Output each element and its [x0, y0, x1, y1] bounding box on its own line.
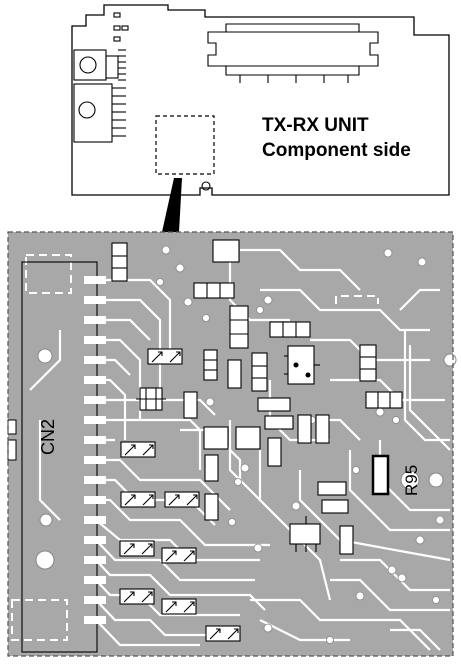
transistor [284, 345, 320, 385]
ic-bottom [289, 516, 321, 552]
unit-title: TX-RX UNIT [262, 115, 369, 136]
pcb-zoom-panel [7, 231, 457, 657]
r95-label: R95 [402, 464, 421, 496]
unit-subtitle: Component side [262, 140, 411, 161]
ic-packages [136, 387, 261, 450]
silkscreen-dashed [11, 254, 379, 641]
smd-components [111, 239, 403, 555]
pcb-vias [156, 245, 445, 644]
board-outline-details [73, 12, 379, 191]
mounting-holes [35, 348, 457, 570]
board-outline [71, 4, 450, 196]
cn2-pins [84, 276, 106, 624]
r95-resistor [371, 454, 390, 496]
zoom-area-marker [155, 115, 215, 175]
diode-packs [119, 348, 241, 642]
zoom-connector [162, 178, 182, 232]
cn2-label: CN2 [38, 418, 58, 455]
